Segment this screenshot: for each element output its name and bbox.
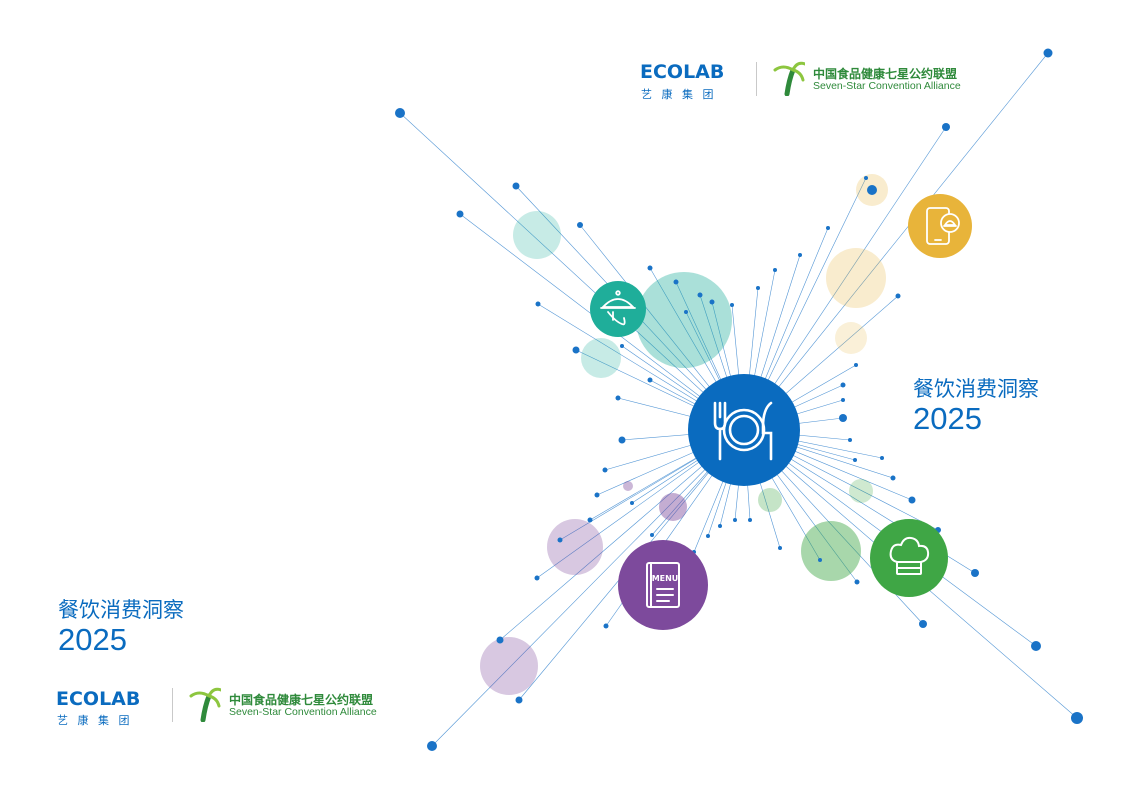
burst-dot bbox=[630, 501, 634, 505]
burst-dot bbox=[647, 377, 653, 383]
burst-dot bbox=[456, 210, 464, 218]
burst-dot bbox=[798, 253, 802, 257]
menu-book-icon: MENU bbox=[618, 540, 708, 630]
ecolab-cn-name-bottom: 艺 康 集 团 bbox=[57, 714, 133, 727]
burst-dot bbox=[620, 344, 624, 348]
burst-dot bbox=[512, 182, 520, 190]
burst-dot bbox=[1031, 641, 1041, 651]
burst-dot bbox=[773, 268, 777, 272]
burst-ray bbox=[431, 429, 745, 747]
burst-dot bbox=[602, 467, 608, 473]
burst-dot bbox=[826, 226, 830, 230]
burst-dot bbox=[534, 575, 540, 581]
burst-dot bbox=[1043, 48, 1053, 58]
chef-hat-icon bbox=[870, 519, 948, 597]
alliance-en-name-bottom: Seven-Star Convention Alliance bbox=[229, 706, 377, 718]
decor-bubble bbox=[623, 481, 633, 491]
burst-dot bbox=[895, 293, 901, 299]
burst-dot bbox=[730, 303, 734, 307]
burst-dot bbox=[684, 310, 688, 314]
burst-dot bbox=[427, 741, 437, 751]
burst-dot bbox=[854, 363, 858, 367]
burst-dot bbox=[709, 299, 715, 305]
alliance-en-name-top: Seven-Star Convention Alliance bbox=[813, 80, 961, 92]
burst-dot bbox=[594, 492, 600, 498]
burst-dot bbox=[840, 382, 846, 388]
burst-dot bbox=[395, 108, 405, 118]
burst-dot bbox=[839, 414, 847, 422]
decor-bubble bbox=[849, 479, 873, 503]
burst-dot bbox=[673, 279, 679, 285]
decor-bubble bbox=[547, 519, 603, 575]
decor-bubble bbox=[758, 488, 782, 512]
report-title-right: 餐饮消费洞察 bbox=[913, 377, 1039, 401]
burst-dot bbox=[818, 558, 822, 562]
burst-dot bbox=[647, 265, 653, 271]
burst-dot bbox=[706, 534, 710, 538]
decor-bubble bbox=[581, 338, 621, 378]
logo-divider-top bbox=[756, 62, 757, 96]
burst-dot bbox=[718, 524, 722, 528]
palm-tree-logo-bottom bbox=[189, 687, 221, 722]
palm-tree-logo-top bbox=[773, 61, 805, 96]
burst-dot bbox=[971, 569, 979, 577]
menu-badge-text: MENU bbox=[652, 574, 679, 583]
burst-dot bbox=[615, 395, 621, 401]
decor-bubble bbox=[835, 322, 867, 354]
burst-dot bbox=[587, 517, 593, 523]
burst-ray bbox=[743, 52, 1049, 431]
report-year-left: 2025 bbox=[58, 622, 127, 657]
burst-dot bbox=[880, 456, 884, 460]
burst-dot bbox=[515, 696, 523, 704]
burst-dot bbox=[778, 546, 782, 550]
burst-dot bbox=[867, 185, 877, 195]
decor-bubble bbox=[826, 248, 886, 308]
burst-dot bbox=[618, 436, 626, 444]
burst-ray bbox=[743, 126, 947, 431]
burst-dot bbox=[848, 438, 852, 442]
alliance-cn-name-bottom: 中国食品健康七星公约联盟 bbox=[229, 693, 374, 707]
logo-divider-bottom bbox=[172, 688, 173, 722]
burst-dot bbox=[697, 292, 703, 298]
ecolab-cn-name-top: 艺 康 集 团 bbox=[641, 88, 717, 101]
cloche-icon bbox=[590, 281, 646, 337]
burst-dot bbox=[1071, 712, 1083, 724]
burst-dot bbox=[853, 458, 857, 462]
burst-dot bbox=[603, 623, 609, 629]
burst-dot bbox=[650, 533, 654, 537]
burst-dot bbox=[841, 398, 845, 402]
ecolab-logo-bottom: ECOLAB bbox=[56, 688, 141, 710]
decor-bubble bbox=[480, 637, 538, 695]
decor-bubble bbox=[659, 493, 687, 521]
plate-cutlery-icon bbox=[688, 374, 800, 486]
burst-dot bbox=[496, 636, 504, 644]
ecolab-logo-top: ECOLAB bbox=[640, 61, 725, 83]
burst-ray bbox=[399, 112, 745, 431]
burst-dot bbox=[890, 475, 896, 481]
decor-bubble bbox=[513, 211, 561, 259]
burst-dot bbox=[557, 537, 563, 543]
mobile-order-icon bbox=[908, 194, 972, 258]
burst-dot bbox=[908, 496, 916, 504]
decor-bubble bbox=[801, 521, 861, 581]
burst-dot bbox=[942, 123, 950, 131]
burst-dot bbox=[864, 176, 868, 180]
report-title-left: 餐饮消费洞察 bbox=[58, 598, 184, 622]
burst-dot bbox=[572, 346, 580, 354]
burst-dot bbox=[756, 286, 760, 290]
decor-bubble bbox=[636, 272, 732, 368]
burst-dot bbox=[577, 222, 583, 228]
report-year-right: 2025 bbox=[913, 401, 982, 436]
burst-dot bbox=[919, 620, 927, 628]
burst-dot bbox=[854, 579, 860, 585]
burst-dot bbox=[733, 518, 737, 522]
burst-dot bbox=[535, 301, 541, 307]
alliance-cn-name-top: 中国食品健康七星公约联盟 bbox=[813, 67, 958, 81]
burst-dot bbox=[748, 518, 752, 522]
